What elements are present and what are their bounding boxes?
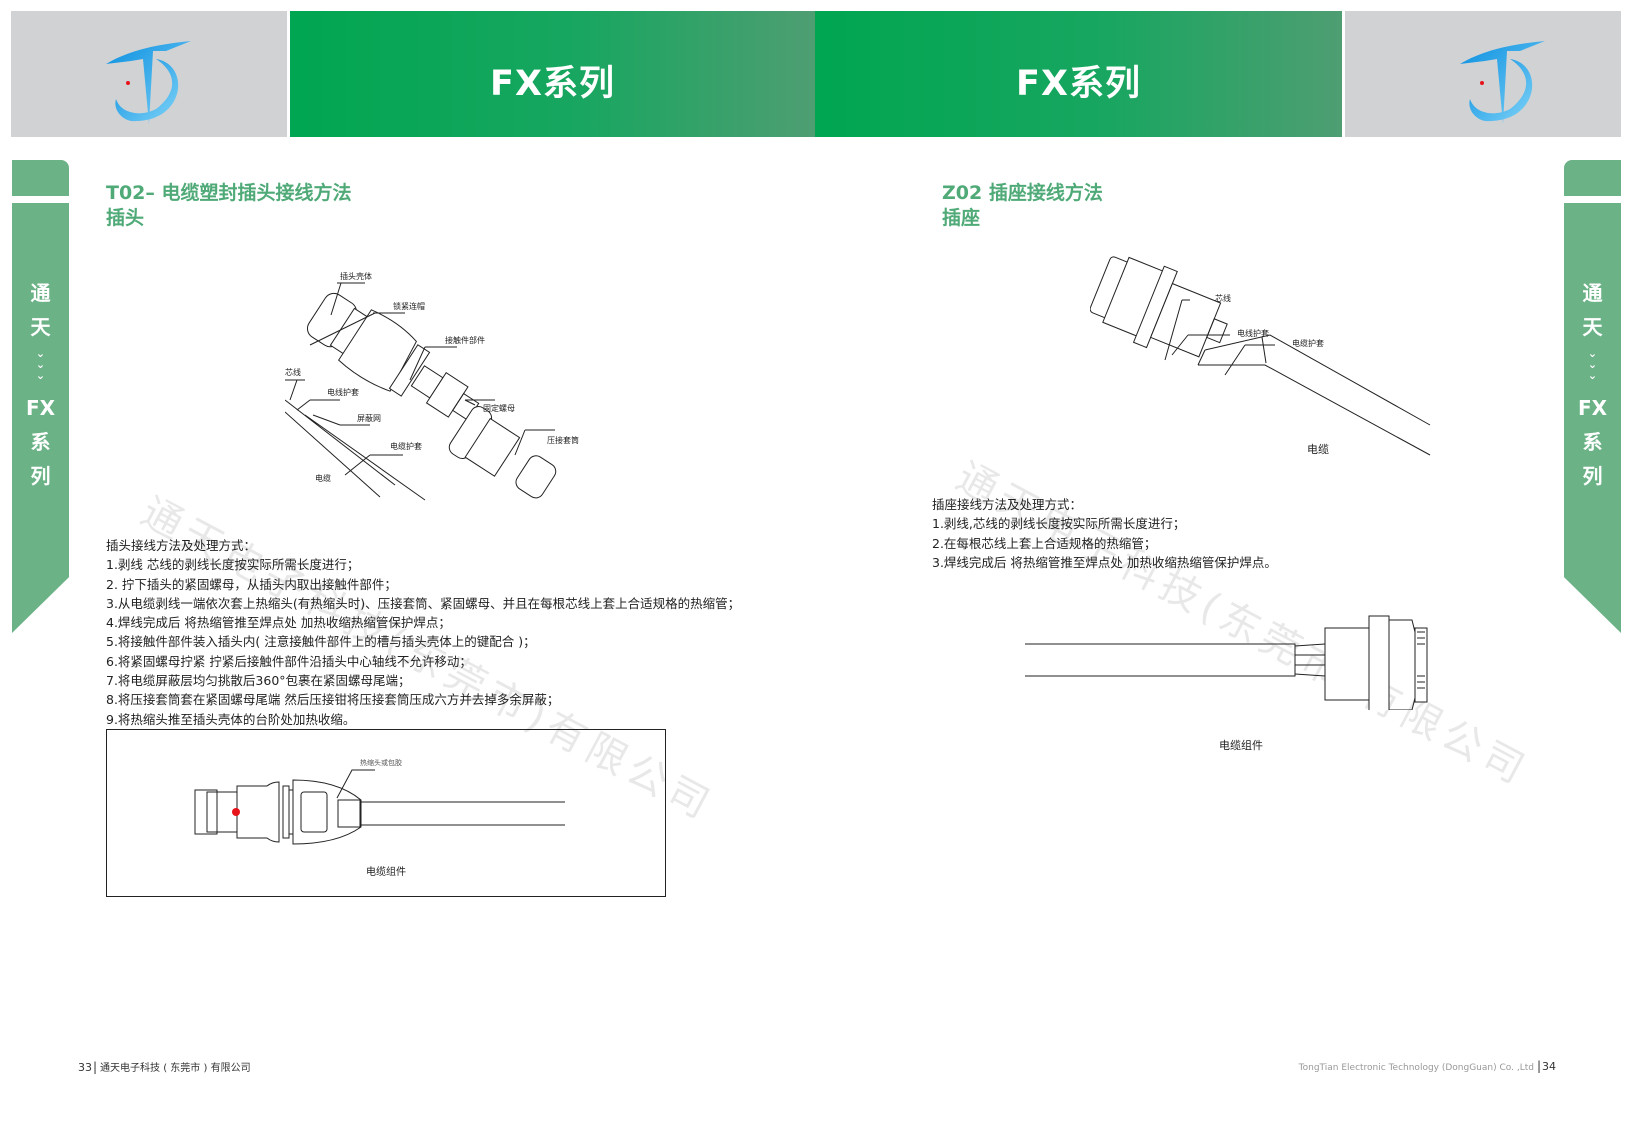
company-logo-icon (106, 41, 191, 124)
footer-company: 通天电子科技 ( 东莞市 ) 有限公司 (100, 1063, 251, 1074)
side-tab-text: 通 (1582, 281, 1603, 305)
receptacle-diagram: 芯线 电线护套 电缆护套 电缆 (1089, 255, 1440, 465)
side-tab-text: 天 (30, 315, 51, 339)
instruction-step: 1.剥线,芯线的剥线长度按实际所需长度进行； (932, 516, 1186, 532)
label-wire-sheath: 电线护套 (1237, 329, 1269, 338)
footer-left: 33|通天电子科技 ( 东莞市 ) 有限公司 (78, 1060, 251, 1074)
label-cable-sheath: 电缆护套 (1292, 339, 1324, 348)
assembly-caption: 电缆组件 (366, 867, 406, 878)
instructions-heading: 插头接线方法及处理方式： (106, 538, 257, 553)
instruction-step: 3.从电缆剥线一端依次套上热缩头(有热缩头时)、压接套筒、紧固螺母、并且在每根芯… (106, 595, 741, 611)
section-subtitle: 插座 (942, 207, 981, 229)
header-title-left: FX系列 (490, 64, 615, 104)
instruction-step: 5.将接触件部件装入插头内( 注意接触件部件上的槽与插头壳体上的键配合 )； (106, 634, 536, 650)
instructions-heading: 插座接线方法及处理方式： (932, 497, 1083, 512)
label-core: 芯线 (285, 368, 301, 377)
header-logo-panel-left (11, 11, 287, 137)
footer-company: TongTian Electronic Technology (DongGuan… (1298, 1063, 1534, 1073)
side-tab-cap-right (1564, 160, 1621, 196)
header-banner-right: FX系列 (815, 11, 1342, 137)
side-tab-text: FX (1577, 396, 1608, 420)
receptacle-assembly-drawing (1025, 615, 1428, 715)
instruction-step: 8.将压接套筒套在紧固螺母尾端 然后压接钳将压接套筒压成六方并去掉多余屏蔽； (106, 692, 560, 708)
instruction-step: 9.将热缩头推至插头壳体的台阶处加热收缩。 (106, 711, 356, 727)
instruction-step: 3.焊线完成后 将热缩管推至焊点处 加热收缩热缩管保护焊点。 (932, 554, 1277, 570)
chevron-down-icon: ⌄⌄⌄ (1587, 347, 1598, 382)
section-title-line: T02– 电缆塑封插头接线方法 (106, 182, 352, 204)
side-tab-text: 列 (1582, 464, 1603, 488)
side-tab-cap-left (12, 160, 69, 196)
instructions-right: 插座接线方法及处理方式： 1.剥线,芯线的剥线长度按实际所需长度进行； 2.在每… (932, 495, 1277, 572)
label-shield: 屏蔽网 (357, 414, 381, 423)
side-tab-text: 系 (1582, 430, 1603, 454)
section-title-right: Z02 插座接线方法 插座 (942, 181, 1103, 231)
side-tab-text: FX (25, 396, 56, 420)
side-tab-text: 系 (30, 430, 51, 454)
instruction-step: 7.将电缆屏蔽层均匀挑散后360°包裹在紧固螺母尾端； (106, 673, 411, 689)
page-number: 33 (78, 1061, 92, 1074)
plug-exploded-diagram: 插头壳体 锁紧连帽 接触件部件 芯线 电线护套 屏蔽网 电缆护套 电缆 固定螺母… (284, 272, 585, 525)
footer-right: TongTian Electronic Technology (DongGuan… (1298, 1059, 1556, 1073)
label-contact: 接触件部件 (445, 336, 485, 345)
receptacle-drawing (1089, 256, 1431, 456)
instruction-step: 6.将紧固螺母拧紧 拧紧后接触件部件沿插头中心轴线不允许移动； (106, 653, 472, 669)
chevron-down-icon: ⌄⌄⌄ (35, 347, 46, 382)
instruction-step: 2.在每根芯线上套上合适规格的热缩管； (932, 535, 1157, 551)
header-banner-left: FX系列 (290, 11, 815, 137)
side-tab-text: 列 (30, 464, 51, 488)
instruction-step: 1.剥线 芯线的剥线长度按实际所需长度进行； (106, 557, 360, 573)
red-dot-marker (232, 808, 240, 816)
side-tab-text: 天 (1582, 315, 1603, 339)
header-title-right: FX系列 (1016, 64, 1141, 104)
instruction-step: 4.焊线完成后 将热缩管推至焊点处 加热收缩热缩管保护焊点； (106, 615, 451, 631)
side-tab-text: 通 (30, 281, 51, 305)
label-lock-cap: 锁紧连帽 (393, 302, 425, 311)
label-crimp: 压接套筒 (547, 436, 579, 445)
company-logo-icon (1460, 41, 1545, 124)
label-nut: 固定螺母 (483, 404, 515, 413)
side-tab-left: 通 天 ⌄⌄⌄ FX 系 列 (12, 203, 69, 633)
label-wire-sheath: 电线护套 (327, 388, 359, 397)
header-logo-panel-right (1345, 11, 1621, 137)
label-cable: 电缆 (315, 474, 331, 483)
label-core: 芯线 (1215, 294, 1231, 303)
side-tab-right: 通 天 ⌄⌄⌄ FX 系 列 (1564, 203, 1621, 633)
label-cable: 电缆 (1307, 443, 1329, 456)
label-heat-shrink: 热缩头或包胶 (360, 759, 402, 767)
section-subtitle: 插头 (106, 207, 145, 229)
label-shell: 插头壳体 (340, 272, 372, 281)
receptacle-assembly: 电缆组件 (1020, 600, 1460, 760)
instruction-step: 2. 拧下插头的紧固螺母，从插头内取出接触件部件； (106, 576, 397, 592)
section-title-left: T02– 电缆塑封插头接线方法 插头 (106, 181, 352, 231)
assembly-caption: 电缆组件 (1219, 739, 1263, 752)
cable-assembly-drawing (194, 769, 565, 845)
instructions-left: 插头接线方法及处理方式： 1.剥线 芯线的剥线长度按实际所需长度进行； 2. 拧… (106, 536, 740, 729)
section-title-line: Z02 插座接线方法 (942, 182, 1103, 204)
page-number: 34 (1542, 1060, 1556, 1073)
label-cable-sheath: 电缆护套 (390, 442, 422, 451)
cable-assembly-box: 热缩头或包胶 电缆组件 (106, 729, 666, 897)
plug-exploded-drawing (284, 282, 557, 501)
